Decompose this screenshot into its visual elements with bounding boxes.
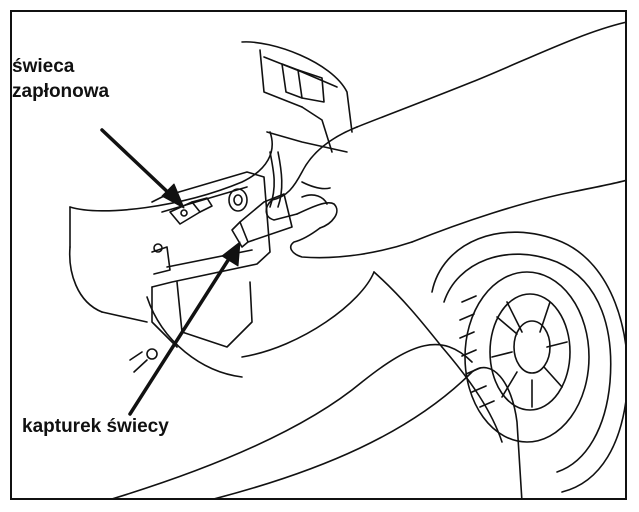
spark-plug-cap [231, 151, 293, 248]
spark-plug-label-line2: zapłonowa [12, 81, 110, 102]
lawnmower-engine-illustration [68, 21, 625, 498]
mower-deck [112, 271, 523, 498]
engine-cover [69, 41, 353, 248]
spark-plug-label-line1: świeca [12, 56, 75, 77]
spark-plug-label: świeca zapłonowa [12, 54, 109, 104]
lower-housing [129, 281, 253, 378]
arrow-to-spark-plug [100, 128, 185, 209]
spark-plug [169, 197, 213, 225]
hand [265, 21, 625, 259]
arrow-to-spark-cap [128, 241, 241, 416]
illustration-frame [10, 10, 627, 500]
spark-cap-label: kapturek świecy [22, 416, 169, 437]
rear-wheel [431, 231, 625, 493]
